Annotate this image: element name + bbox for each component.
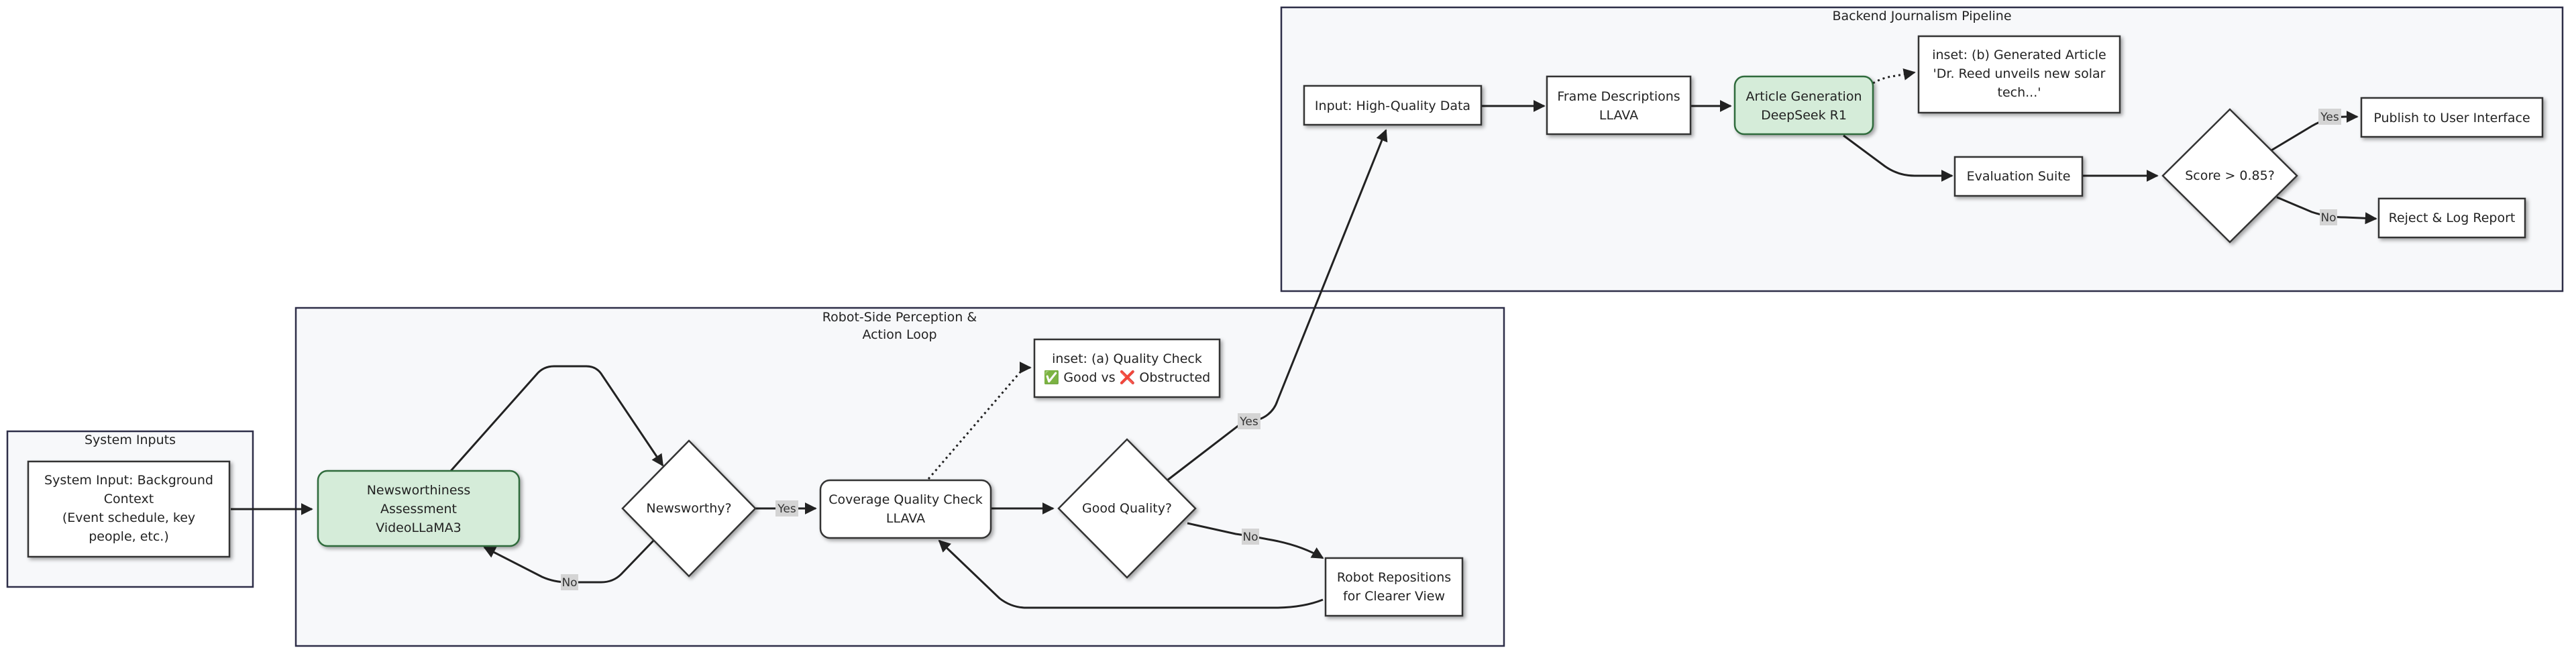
good-quality-label: Good Quality? bbox=[1082, 501, 1172, 516]
node-score-decision: Score > 0.85? bbox=[2161, 108, 2298, 243]
newsworthiness-line2: Assessment bbox=[380, 502, 457, 516]
node-article-generation: Article Generation DeepSeek R1 bbox=[1733, 75, 1874, 135]
edge-coverage-to-inset-a bbox=[927, 362, 1032, 480]
frame-desc-line2: LLAVA bbox=[1599, 108, 1638, 123]
input-hq-label: Input: High-Quality Data bbox=[1315, 99, 1470, 113]
edge-label-yes-score: Yes bbox=[2318, 109, 2341, 125]
article-gen-line2: DeepSeek R1 bbox=[1761, 108, 1847, 123]
coverage-line1: Coverage Quality Check bbox=[828, 492, 982, 507]
cluster-title-robot-side-line2: Action Loop bbox=[862, 327, 936, 342]
node-newsworthiness-assessment: Newsworthiness Assessment VideoLLaMA3 bbox=[317, 470, 521, 547]
svg-text:No: No bbox=[1242, 531, 1258, 544]
system-input-line4: people, etc.) bbox=[89, 529, 169, 544]
system-input-line3: (Event schedule, key bbox=[62, 510, 195, 525]
publish-label: Publish to User Interface bbox=[2373, 111, 2530, 125]
newsworthiness-line3: VideoLLaMA3 bbox=[376, 521, 462, 535]
newsworthy-label: Newsworthy? bbox=[646, 501, 731, 516]
svg-text:No: No bbox=[2320, 211, 2336, 225]
system-input-line2: Context bbox=[104, 492, 154, 506]
node-robot-repositions: Robot Repositions for Clearer View bbox=[1324, 557, 1464, 617]
inset-b-line3: tech...' bbox=[1998, 85, 2041, 100]
edge-newsworthiness-to-newsworthy bbox=[449, 365, 664, 472]
svg-text:Yes: Yes bbox=[2320, 111, 2339, 124]
edge-label-no-score: No bbox=[2320, 209, 2337, 225]
node-inset-b: inset: (b) Generated Article 'Dr. Reed u… bbox=[1917, 35, 2121, 114]
cluster-title-robot-side-line1: Robot-Side Perception & bbox=[822, 310, 977, 325]
robot-reposition-line2: for Clearer View bbox=[1343, 589, 1445, 604]
node-reject: Reject & Log Report bbox=[2377, 197, 2526, 239]
edge-reposition-to-coverage bbox=[938, 539, 1324, 609]
edge-article-to-eval bbox=[1843, 134, 1953, 182]
node-newsworthy-decision: Newsworthy? bbox=[621, 439, 757, 578]
node-system-input: System Input: Background Context (Event … bbox=[27, 460, 231, 558]
robot-reposition-line1: Robot Repositions bbox=[1337, 570, 1451, 585]
edge-article-to-inset-b bbox=[1872, 68, 1916, 85]
cluster-title-backend: Backend Journalism Pipeline bbox=[1832, 9, 2011, 23]
inset-a-line1: inset: (a) Quality Check bbox=[1052, 351, 1202, 366]
inset-a-line2: ✅ Good vs ❌ Obstructed bbox=[1044, 370, 1211, 385]
edge-newsworthy-no-to-newsworthiness bbox=[483, 538, 656, 584]
article-gen-line1: Article Generation bbox=[1746, 89, 1862, 104]
node-good-quality-decision: Good Quality? bbox=[1057, 438, 1197, 579]
coverage-line2: LLAVA bbox=[886, 511, 925, 526]
svg-text:Yes: Yes bbox=[1239, 415, 1258, 429]
frame-desc-line1: Frame Descriptions bbox=[1557, 89, 1680, 104]
edge-label-no-newsworthy: No bbox=[561, 574, 578, 590]
system-input-line1: System Input: Background bbox=[44, 473, 213, 488]
newsworthiness-line1: Newsworthiness bbox=[367, 483, 471, 498]
svg-text:No: No bbox=[561, 576, 577, 590]
edge-label-no-quality: No bbox=[1242, 529, 1259, 545]
cluster-title-system-inputs: System Inputs bbox=[85, 433, 176, 447]
node-inset-a: inset: (a) Quality Check ✅ Good vs ❌ Obs… bbox=[1033, 338, 1221, 398]
node-frame-descriptions: Frame Descriptions LLAVA bbox=[1546, 75, 1692, 135]
node-input-high-quality: Input: High-Quality Data bbox=[1303, 85, 1483, 126]
score-label: Score > 0.85? bbox=[2185, 168, 2275, 183]
node-publish: Publish to User Interface bbox=[2360, 97, 2544, 138]
inset-b-line1: inset: (b) Generated Article bbox=[1932, 48, 2106, 62]
edge-label-yes-newsworthy: Yes bbox=[775, 500, 798, 516]
edge-label-yes-quality: Yes bbox=[1238, 413, 1260, 429]
svg-text:Yes: Yes bbox=[777, 502, 796, 516]
reject-label: Reject & Log Report bbox=[2389, 211, 2516, 225]
inset-b-line2: 'Dr. Reed unveils new solar bbox=[1933, 66, 2106, 81]
node-evaluation-suite: Evaluation Suite bbox=[1953, 156, 2084, 197]
eval-suite-label: Evaluation Suite bbox=[1967, 169, 2071, 184]
node-coverage-quality-check: Coverage Quality Check LLAVA bbox=[819, 479, 992, 539]
